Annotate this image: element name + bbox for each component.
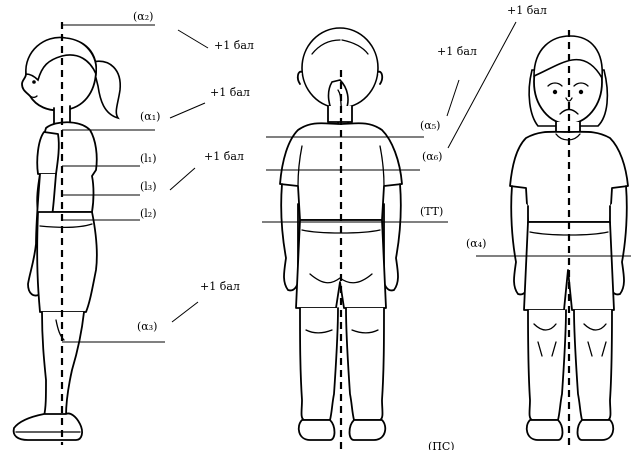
score-l3: +1 бал bbox=[204, 150, 244, 163]
label-alpha5: (α₅) bbox=[420, 119, 440, 132]
side-view-figure bbox=[14, 37, 121, 440]
score-alpha6: +1 бал bbox=[507, 4, 547, 17]
label-alpha4: (α₄) bbox=[466, 237, 486, 250]
score-alpha3: +1 бал bbox=[200, 280, 240, 293]
score-alpha5: +1 бал bbox=[437, 45, 477, 58]
score-alpha2: +1 бал bbox=[214, 39, 254, 52]
label-alpha6: (α₆) bbox=[422, 150, 442, 163]
back-view-figure bbox=[280, 28, 402, 440]
label-alpha1: (α₁) bbox=[140, 110, 160, 123]
label-l1: (l₁) bbox=[140, 152, 157, 165]
score-alpha1: +1 бал bbox=[210, 86, 250, 99]
label-alpha2: (α₂) bbox=[133, 10, 153, 23]
label-l2: (l₂) bbox=[140, 207, 157, 220]
label-tt: (ТТ) bbox=[420, 205, 443, 218]
label-l3: (l₃) bbox=[140, 180, 157, 193]
label-pc: (ПС) bbox=[428, 440, 455, 450]
label-alpha3: (α₃) bbox=[137, 320, 157, 333]
